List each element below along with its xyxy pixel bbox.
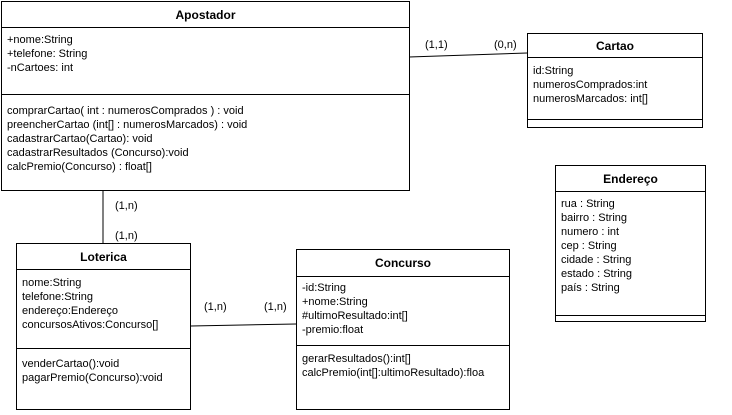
attribute: estado : String xyxy=(561,268,632,280)
class-cartao-methods xyxy=(528,120,702,127)
class-concurso[interactable]: Concurso -id:String +nome:String #ultimo… xyxy=(296,249,510,410)
attribute: numero : int xyxy=(561,226,620,238)
class-endereco-methods xyxy=(556,316,705,321)
class-cartao[interactable]: Cartao id:String numerosComprados:int nu… xyxy=(527,33,703,128)
class-loterica-attributes: nome:String telefone:String endereço:End… xyxy=(17,270,190,349)
attribute: numerosComprados:int xyxy=(533,79,648,91)
attribute: numerosMarcados: int[] xyxy=(533,93,648,105)
class-loterica-name: Loterica xyxy=(17,244,190,270)
class-apostador-methods: comprarCartao( int : numerosComprados ) … xyxy=(2,95,409,178)
multiplicity-loterica-concurso-source: (1,n) xyxy=(204,301,227,313)
multiplicity-apostador-cartao-source: (1,1) xyxy=(425,39,448,51)
class-concurso-attributes: -id:String +nome:String #ultimoResultado… xyxy=(297,277,509,346)
attribute: -nCartoes: int xyxy=(7,62,74,74)
method: cadastrarResultados (Concurso):void xyxy=(7,147,189,159)
method: gerarResultados():int[] xyxy=(302,353,411,365)
attribute: rua : String xyxy=(561,198,615,210)
attribute: -premio:float xyxy=(302,324,364,336)
method: comprarCartao( int : numerosComprados ) … xyxy=(7,105,244,117)
attribute: país : String xyxy=(561,282,620,294)
attribute: +nome:String xyxy=(302,296,368,308)
method: pagarPremio(Concurso):void xyxy=(22,372,163,384)
attribute: -id:String xyxy=(302,282,347,294)
class-cartao-attributes: id:String numerosComprados:int numerosMa… xyxy=(528,58,702,120)
multiplicity-apostador-cartao-target: (0,n) xyxy=(494,39,517,51)
association-loterica-concurso-line xyxy=(190,323,297,327)
multiplicity-apostador-loterica-target: (1,n) xyxy=(115,230,138,242)
class-concurso-methods: gerarResultados():int[] calcPremio(int[]… xyxy=(297,346,509,384)
class-apostador[interactable]: Apostador +nome:String +telefone: String… xyxy=(1,1,410,191)
class-cartao-name: Cartao xyxy=(528,34,702,58)
class-endereco[interactable]: Endereço rua : String bairro : String nu… xyxy=(555,165,706,322)
attribute: +nome:String xyxy=(7,34,73,46)
class-endereco-name: Endereço xyxy=(556,166,705,192)
association-apostador-cartao-line xyxy=(408,52,528,58)
class-concurso-name: Concurso xyxy=(297,250,509,277)
attribute: telefone:String xyxy=(22,291,93,303)
multiplicity-loterica-concurso-target: (1,n) xyxy=(264,301,287,313)
method: calcPremio(int[]:ultimoResultado):floa xyxy=(302,367,485,379)
attribute: +telefone: String xyxy=(7,48,88,60)
class-endereco-attributes: rua : String bairro : String numero : in… xyxy=(556,192,705,316)
class-loterica[interactable]: Loterica nome:String telefone:String end… xyxy=(16,243,191,410)
multiplicity-apostador-loterica-source: (1,n) xyxy=(115,200,138,212)
method: calcPremio(Concurso) : float[] xyxy=(7,161,152,173)
attribute: bairro : String xyxy=(561,212,628,224)
method: venderCartao():void xyxy=(22,358,120,370)
attribute: cep : String xyxy=(561,240,617,252)
attribute: endereço:Endereço xyxy=(22,305,119,317)
attribute: cidade : String xyxy=(561,254,632,266)
attribute: nome:String xyxy=(22,277,82,289)
attribute: id:String xyxy=(533,65,574,77)
attribute: concursosAtivos:Concurso[] xyxy=(22,319,159,331)
attribute: #ultimoResultado:int[] xyxy=(302,310,408,322)
class-apostador-attributes: +nome:String +telefone: String -nCartoes… xyxy=(2,28,409,95)
class-apostador-name: Apostador xyxy=(2,2,409,28)
method: preencherCartao (int[] : numerosMarcados… xyxy=(7,119,248,131)
class-loterica-methods: venderCartao():void pagarPremio(Concurso… xyxy=(17,349,190,389)
method: cadastrarCartao(Cartao): void xyxy=(7,133,153,145)
